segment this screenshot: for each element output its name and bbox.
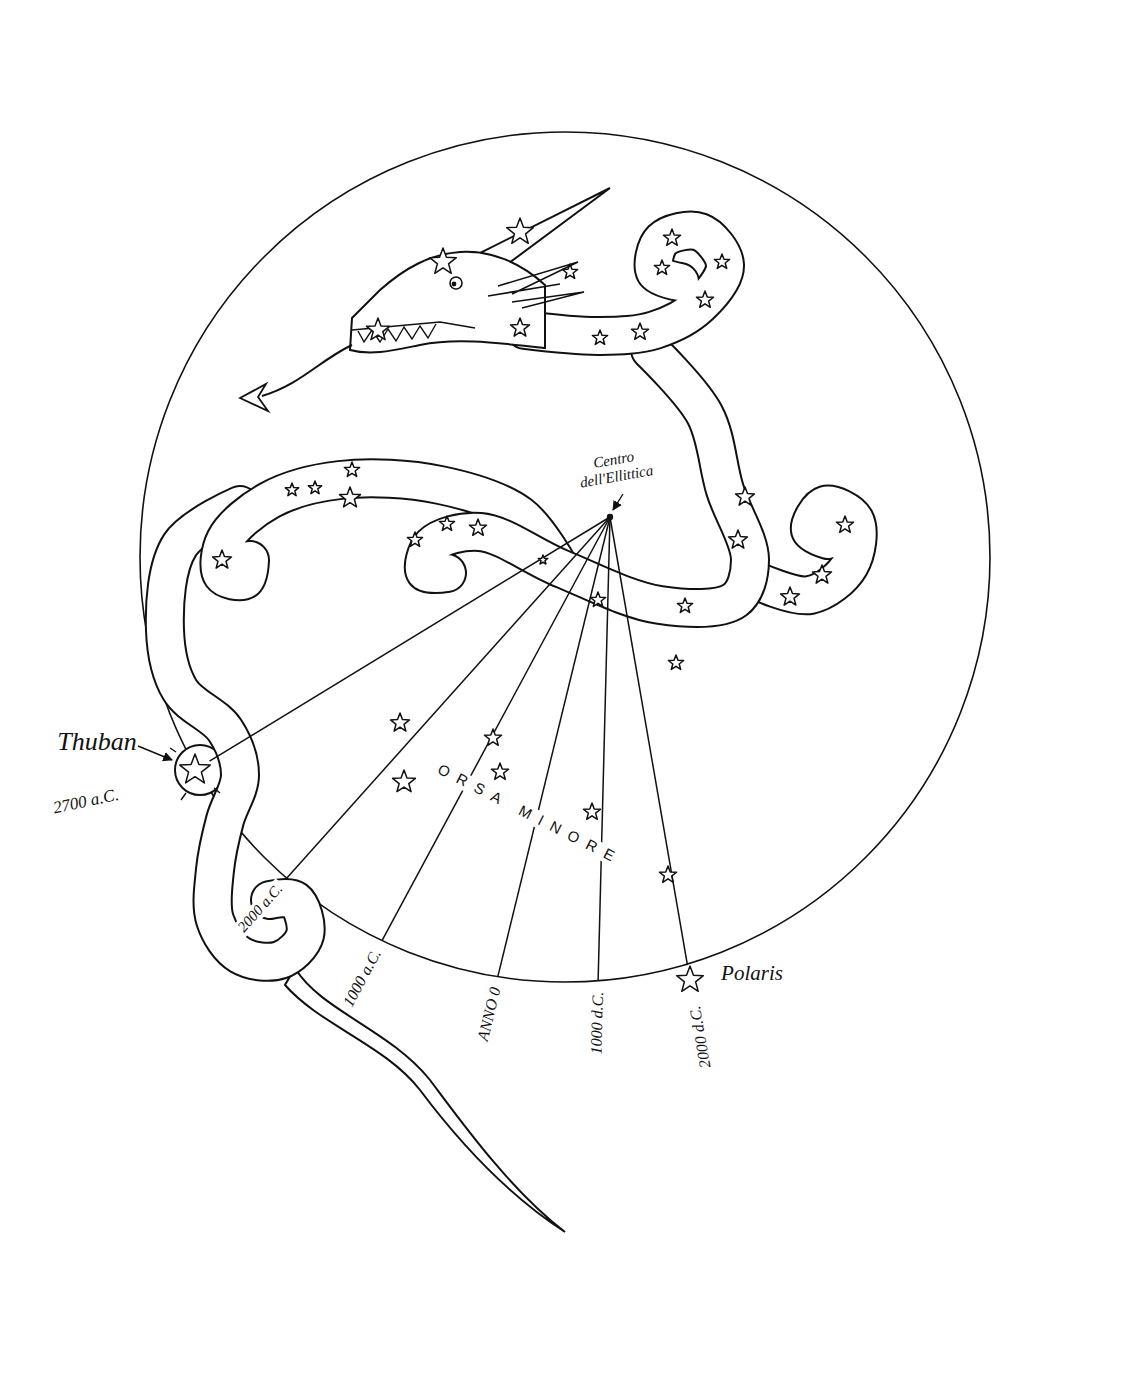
star [631,323,648,339]
dragon-body [424,350,750,608]
star [344,462,359,476]
leader-arrow [613,494,623,510]
star [180,754,210,783]
star [439,516,454,530]
star [812,565,831,583]
star-name: Thuban [57,728,136,757]
star [728,530,747,548]
star [590,592,605,606]
ray-line [210,517,610,761]
dragon-body [755,505,858,596]
star [696,291,713,307]
body-outline [755,505,858,596]
year-label: 1000 a.C. [338,944,386,1013]
star [393,770,416,792]
year-label: 1000 d.C. [587,989,606,1058]
star [212,550,231,568]
dragon-head [240,188,610,411]
star [491,763,508,779]
star [659,866,676,882]
stars [180,218,854,991]
thuban-ticks [170,748,220,800]
body-fill [755,505,858,596]
star [677,966,704,991]
year-label: ANNO 0 [473,982,504,1045]
ray-line [498,517,610,977]
body-outline [424,350,750,608]
star [583,803,600,819]
star [592,330,607,344]
body-fill [525,231,725,336]
year-label: 2700 a.C. [51,786,120,818]
leader-arrow [138,746,172,760]
celestial-circle [140,132,990,982]
star [562,264,577,278]
precession-rays [210,517,688,981]
dragon-tail [285,968,565,1232]
star [507,218,534,243]
star [735,487,754,505]
star [836,516,853,532]
tongue-fork [240,384,268,411]
body-fill [424,350,750,608]
star [390,713,409,731]
star [469,519,486,535]
ray-line [382,517,610,941]
tongue [262,345,352,396]
year-label: 2000 d.C. [685,1001,714,1072]
star [367,318,390,340]
spikes [488,262,584,308]
star [780,587,799,605]
star [407,532,422,546]
pupil [452,282,457,287]
star [538,555,548,564]
eye [450,277,462,289]
ecliptic-centre [607,514,613,520]
centre-label: Centro dell'Ellittica [557,442,673,494]
star [668,655,683,669]
ray-line [598,517,610,981]
star [285,483,298,496]
star [677,598,692,612]
star [714,254,729,268]
star [654,260,669,274]
star [663,229,680,245]
star [340,487,361,507]
star-name: Polaris [721,962,783,985]
star [430,248,457,273]
year-label: 2000 a.C. [232,879,287,938]
ray-line [610,517,687,965]
star [510,318,529,336]
dragon-body [525,231,725,336]
body-outline [525,231,725,336]
star [484,729,501,745]
constellation-name: ORSA MINORE [432,760,627,870]
star [308,481,321,494]
